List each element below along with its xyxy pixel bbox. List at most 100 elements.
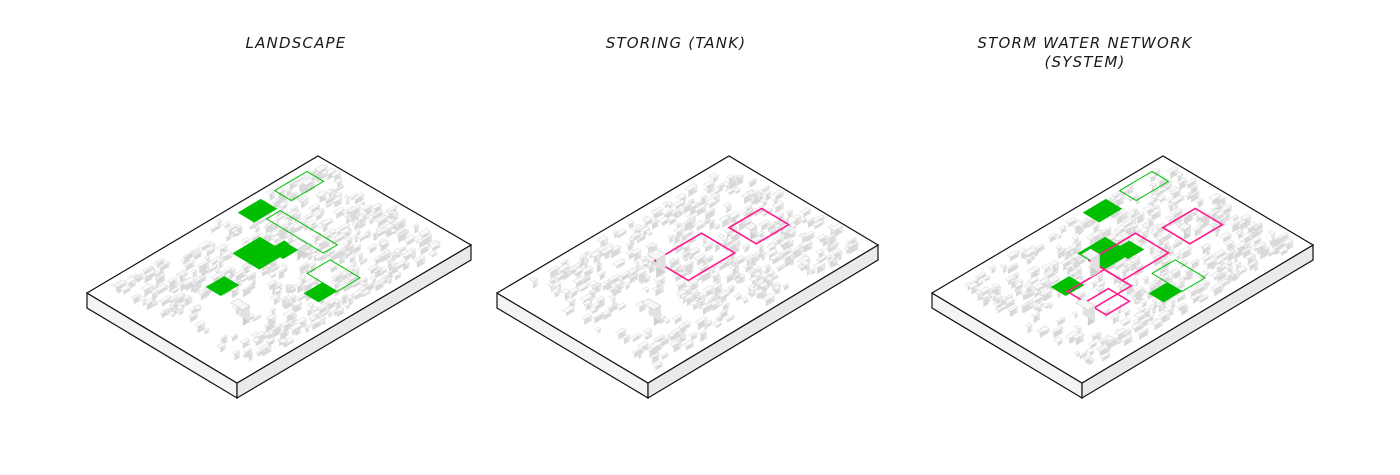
building-top (306, 302, 315, 307)
building-top (699, 194, 707, 199)
building-side (599, 272, 606, 281)
building-top (1148, 182, 1157, 188)
building-top (1022, 282, 1034, 289)
building-top (635, 223, 648, 232)
building-top (207, 247, 216, 253)
building-top (332, 309, 339, 314)
building-top (209, 224, 221, 231)
building-top (595, 256, 601, 260)
building-top (255, 347, 266, 354)
green-area (232, 236, 287, 270)
green-area (205, 276, 240, 296)
building-top (1148, 207, 1162, 216)
building-top (331, 195, 343, 203)
building-top (418, 228, 431, 236)
building-side (1216, 251, 1226, 260)
storage-outline (653, 232, 737, 282)
building-top (642, 286, 650, 291)
building-side (301, 185, 310, 194)
building-top (348, 244, 355, 248)
building-top (1123, 224, 1134, 231)
building-side (685, 219, 694, 231)
building-top (688, 299, 700, 306)
building-top (641, 260, 650, 266)
building-top (1048, 259, 1060, 267)
building-top (1070, 252, 1081, 259)
building-top (173, 294, 185, 302)
building-top (190, 268, 198, 273)
building-top (214, 268, 221, 273)
building-top (378, 252, 388, 258)
building-top (1195, 283, 1206, 290)
building-top (274, 213, 285, 220)
building-side (226, 335, 228, 342)
building-top (632, 346, 645, 354)
panel-title-landscape: LANDSCAPE (146, 34, 446, 53)
building-top (262, 233, 269, 238)
building-top (232, 268, 246, 277)
building-side (637, 234, 646, 244)
building-top (753, 235, 764, 242)
building-side (721, 292, 731, 300)
building-top (1078, 351, 1088, 357)
building-side (1123, 320, 1131, 327)
building-top (639, 255, 648, 261)
green-outline (273, 170, 325, 202)
building-top (600, 245, 615, 255)
building-top (196, 259, 210, 268)
building-top (119, 284, 132, 292)
building-top (302, 278, 317, 287)
building-side (594, 313, 605, 324)
building-side (284, 339, 294, 348)
building-side (830, 244, 837, 252)
building-top (1113, 234, 1125, 242)
building-side (1111, 210, 1120, 219)
building-top (547, 282, 555, 287)
building-top (284, 187, 292, 193)
building-side (583, 275, 591, 285)
building-top (745, 257, 753, 262)
building-top (1149, 193, 1159, 199)
building-side (378, 229, 388, 238)
building-side (184, 251, 194, 262)
building-top (661, 317, 671, 323)
building-top (307, 203, 321, 211)
building-top (1250, 235, 1262, 243)
building-top (1112, 259, 1126, 268)
building-top (1213, 249, 1226, 257)
building-side (336, 234, 346, 244)
building-top (688, 331, 698, 337)
building-side (398, 231, 407, 243)
panel-title-storm-network: STORM WATER NETWORK (SYSTEM) (935, 34, 1235, 72)
building-side (1134, 324, 1141, 331)
building-top (1105, 335, 1114, 342)
building-side (334, 185, 344, 194)
building-top (284, 210, 298, 219)
building-top (314, 237, 328, 245)
building-top (721, 181, 731, 187)
building-top (719, 235, 729, 241)
building-side (818, 256, 827, 264)
building-top (829, 223, 843, 232)
building-top (1127, 193, 1138, 201)
building-top (361, 277, 369, 282)
building-side (182, 258, 191, 265)
building-side (322, 311, 329, 317)
building-top (608, 295, 616, 300)
building-top (291, 299, 303, 307)
building-top (733, 272, 742, 278)
building-side (702, 270, 712, 283)
building-top (1131, 207, 1138, 211)
building-top (1146, 216, 1154, 221)
building-top (270, 234, 281, 241)
tower-top (230, 298, 251, 311)
building-top (318, 315, 326, 320)
green-outline (265, 210, 339, 254)
building-side (1186, 267, 1194, 279)
building-top (216, 342, 226, 348)
building-top (752, 268, 758, 273)
building-top (757, 244, 764, 248)
building-top (668, 257, 680, 265)
building-top (652, 361, 663, 368)
building-side (1029, 301, 1031, 309)
